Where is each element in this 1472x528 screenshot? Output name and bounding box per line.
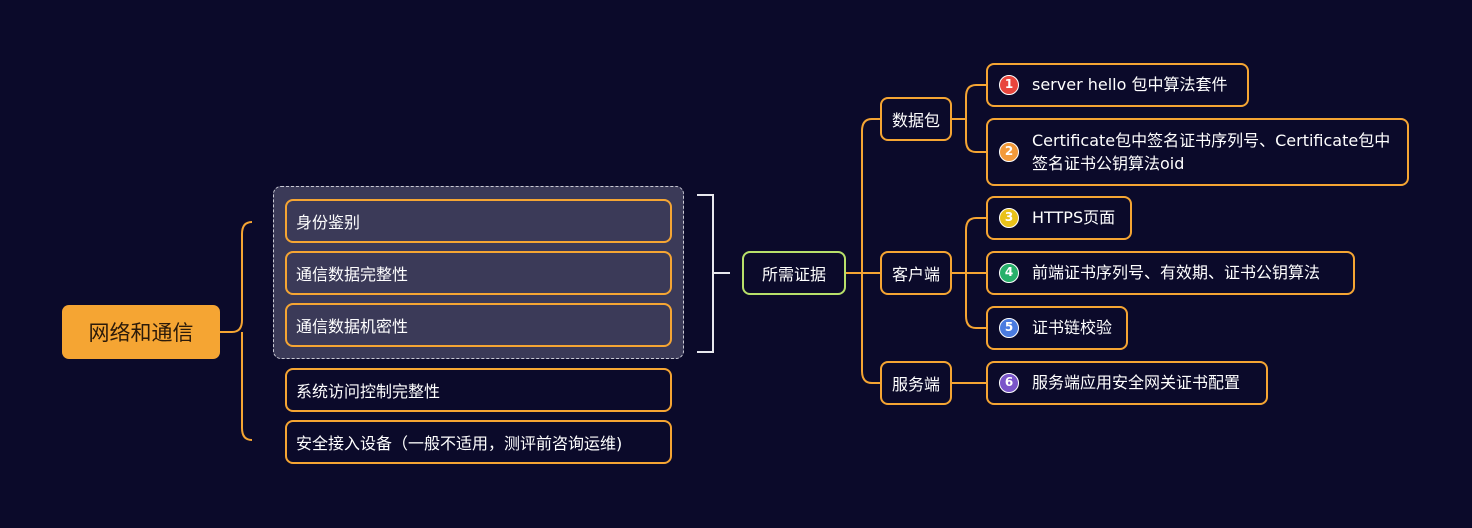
leaf-gateway-config[interactable]: 6 服务端应用安全网关证书配置 <box>986 361 1268 405</box>
number-badge-icon: 1 <box>999 75 1019 95</box>
branch-label: 客户端 <box>891 265 940 284</box>
leaf-label: 前端证书序列号、有效期、证书公钥算法 <box>1032 263 1321 283</box>
left-item-data-integrity[interactable]: 通信数据完整性 <box>285 251 672 295</box>
root-node[interactable]: 网络和通信 <box>62 305 220 359</box>
leaf-frontend-cert[interactable]: 4 前端证书序列号、有效期、证书公钥算法 <box>986 251 1355 295</box>
branch-label: 服务端 <box>891 375 940 394</box>
leaf-certificate-packet[interactable]: 2 Certificate包中签名证书序列号、Certificate包中签名证书… <box>986 118 1409 186</box>
leaf-label: HTTPS页面 <box>1032 208 1116 228</box>
branch-label: 数据包 <box>891 111 940 130</box>
leaf-label: 证书链校验 <box>1032 318 1113 338</box>
left-item-label: 通信数据完整性 <box>296 265 409 284</box>
leaf-cert-chain[interactable]: 5 证书链校验 <box>986 306 1128 350</box>
center-node[interactable]: 所需证据 <box>742 251 846 295</box>
leaf-label: 服务端应用安全网关证书配置 <box>1032 373 1241 393</box>
left-item-label: 安全接入设备（一般不适用，测评前咨询运维) <box>296 434 623 453</box>
branch-server[interactable]: 服务端 <box>880 361 952 405</box>
root-label: 网络和通信 <box>88 321 194 345</box>
leaf-label: server hello 包中算法套件 <box>1032 75 1228 95</box>
leaf-label: Certificate包中签名证书序列号、Certificate包中签名证书公钥… <box>1032 130 1391 173</box>
branch-packet[interactable]: 数据包 <box>880 97 952 141</box>
leaf-server-hello[interactable]: 1 server hello 包中算法套件 <box>986 63 1249 107</box>
number-badge-icon: 6 <box>999 373 1019 393</box>
left-item-label: 通信数据机密性 <box>296 317 409 336</box>
left-item-identity-auth[interactable]: 身份鉴别 <box>285 199 672 243</box>
left-item-access-control[interactable]: 系统访问控制完整性 <box>285 368 672 412</box>
branch-client[interactable]: 客户端 <box>880 251 952 295</box>
left-item-label: 身份鉴别 <box>296 213 361 232</box>
number-badge-icon: 4 <box>999 263 1019 283</box>
leaf-https-page[interactable]: 3 HTTPS页面 <box>986 196 1132 240</box>
left-item-data-confidentiality[interactable]: 通信数据机密性 <box>285 303 672 347</box>
number-badge-icon: 5 <box>999 318 1019 338</box>
number-badge-icon: 3 <box>999 208 1019 228</box>
number-badge-icon: 2 <box>999 142 1019 162</box>
left-item-label: 系统访问控制完整性 <box>296 382 441 401</box>
center-label: 所需证据 <box>761 265 826 284</box>
left-item-secure-access-device[interactable]: 安全接入设备（一般不适用，测评前咨询运维) <box>285 420 672 464</box>
